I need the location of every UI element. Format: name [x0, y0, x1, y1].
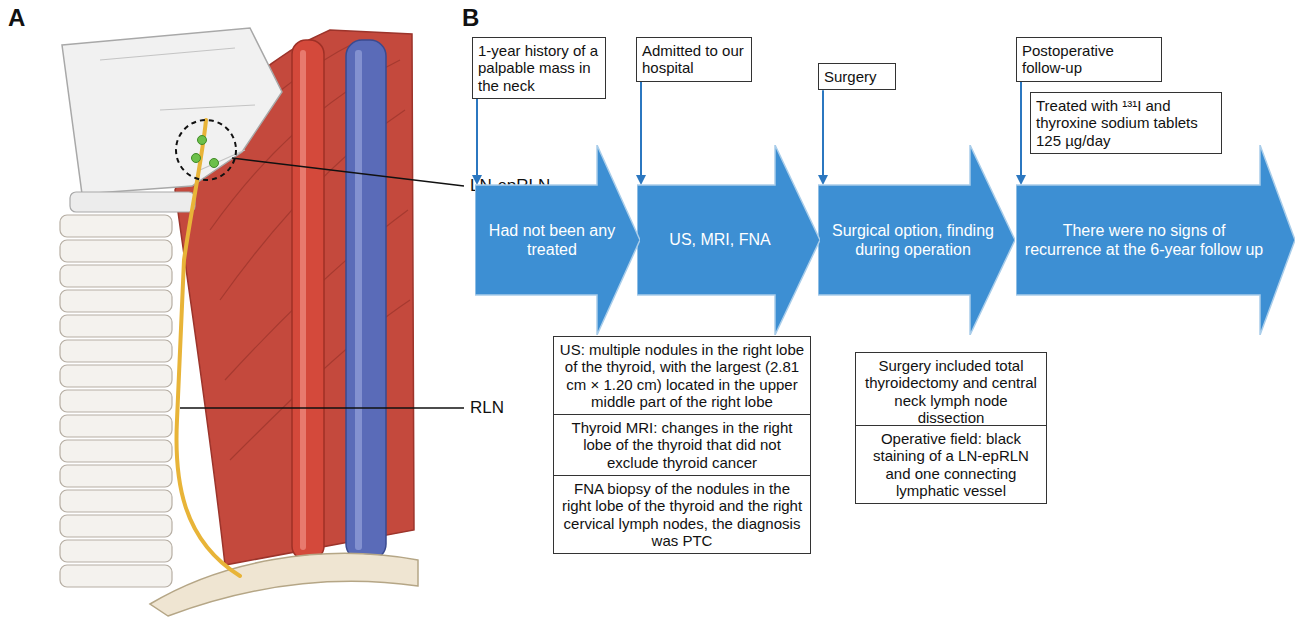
arrow-line [476, 99, 478, 176]
box-text: Postoperative follow-up [1022, 42, 1156, 77]
cricoid-cartilage [70, 192, 195, 212]
lymph-node [192, 154, 201, 163]
chevron-label: Had not been any treated [481, 221, 623, 259]
chevron-shape [1016, 145, 1295, 335]
text-box: Thyroid MRI: changes in the right lobe o… [553, 414, 811, 476]
arrow-line [1020, 82, 1022, 177]
timeline-arrow [1016, 82, 1026, 186]
vein-highlight [355, 50, 362, 550]
chevron-fill [637, 145, 820, 335]
panel-letter: A [8, 4, 25, 32]
text-box: Admitted to our hospital [636, 37, 752, 82]
arrow-line [640, 82, 642, 177]
lymph-node [198, 136, 207, 145]
chevron-fill [475, 145, 640, 335]
leader-line [232, 158, 464, 186]
timeline-arrow [472, 99, 482, 185]
box-text: Surgery included total thyroidectomy and… [861, 357, 1041, 426]
text-box: Postoperative follow-up [1016, 37, 1162, 82]
jugular-vein [346, 40, 386, 560]
box-text: 1-year history of a palpable mass in the… [478, 42, 600, 94]
box-text: Admitted to our hospital [642, 42, 746, 77]
clavicle [150, 553, 418, 616]
chevron-label: There were no signs of recurrence at the… [1024, 221, 1264, 259]
timeline-chevron: US, MRI, FNA [637, 145, 820, 335]
dashed-circle [176, 120, 236, 180]
arrow-head [818, 175, 828, 185]
chevron-text-area: There were no signs of recurrence at the… [1024, 185, 1264, 295]
box-text: Treated with ¹³¹I and thyroxine sodium t… [1036, 97, 1216, 149]
chevron-label: US, MRI, FNA [669, 230, 770, 249]
timeline-chevron: Surgical option, finding during operatio… [818, 145, 1015, 335]
text-box: Treated with ¹³¹I and thyroxine sodium t… [1030, 92, 1222, 154]
chevron-text-area: Surgical option, finding during operatio… [822, 185, 1004, 295]
recurrent-laryngeal-nerve [176, 120, 240, 576]
chevron-text-area: US, MRI, FNA [645, 185, 795, 295]
carotid-artery [292, 40, 324, 560]
box-text: US: multiple nodules in the right lobe o… [559, 341, 805, 410]
chevron-label: Surgical option, finding during operatio… [822, 221, 1004, 259]
text-box: FNA biopsy of the nodules in the right l… [553, 475, 811, 554]
chevron-text-area: Had not been any treated [481, 185, 623, 295]
lymph-node [210, 159, 219, 168]
chevron-fill [1016, 145, 1295, 335]
text-box: Surgery included total thyroidectomy and… [855, 352, 1047, 431]
trachea-rings [60, 215, 172, 587]
chevron-fill [818, 145, 1015, 335]
text-box: US: multiple nodules in the right lobe o… [553, 336, 811, 415]
box-text: FNA biopsy of the nodules in the right l… [559, 480, 805, 549]
thyroid-cartilage [62, 28, 282, 194]
arrow-line [822, 90, 824, 176]
leader-line [180, 407, 464, 409]
timeline-arrow [818, 90, 828, 185]
text-box: 1-year history of a palpable mass in the… [472, 37, 606, 99]
chevron-shape [475, 145, 640, 335]
cartilage-detail [100, 48, 255, 170]
arrow-head [1016, 175, 1026, 185]
timeline-arrow [636, 82, 646, 186]
box-text: Operative field: black staining of a LN-… [861, 430, 1041, 499]
part-label: RLN [470, 398, 504, 418]
box-text: Surgery [824, 68, 890, 85]
chevron-shape [818, 145, 1015, 335]
artery-highlight [300, 50, 306, 550]
box-text: Thyroid MRI: changes in the right lobe o… [559, 419, 805, 471]
timeline-chevron: There were no signs of recurrence at the… [1016, 145, 1295, 335]
timeline-chevron: Had not been any treated [475, 145, 640, 335]
text-box: Surgery [818, 63, 896, 90]
text-box: Operative field: black staining of a LN-… [855, 425, 1047, 504]
arrow-head [636, 175, 646, 185]
panel-letter: B [462, 4, 479, 32]
